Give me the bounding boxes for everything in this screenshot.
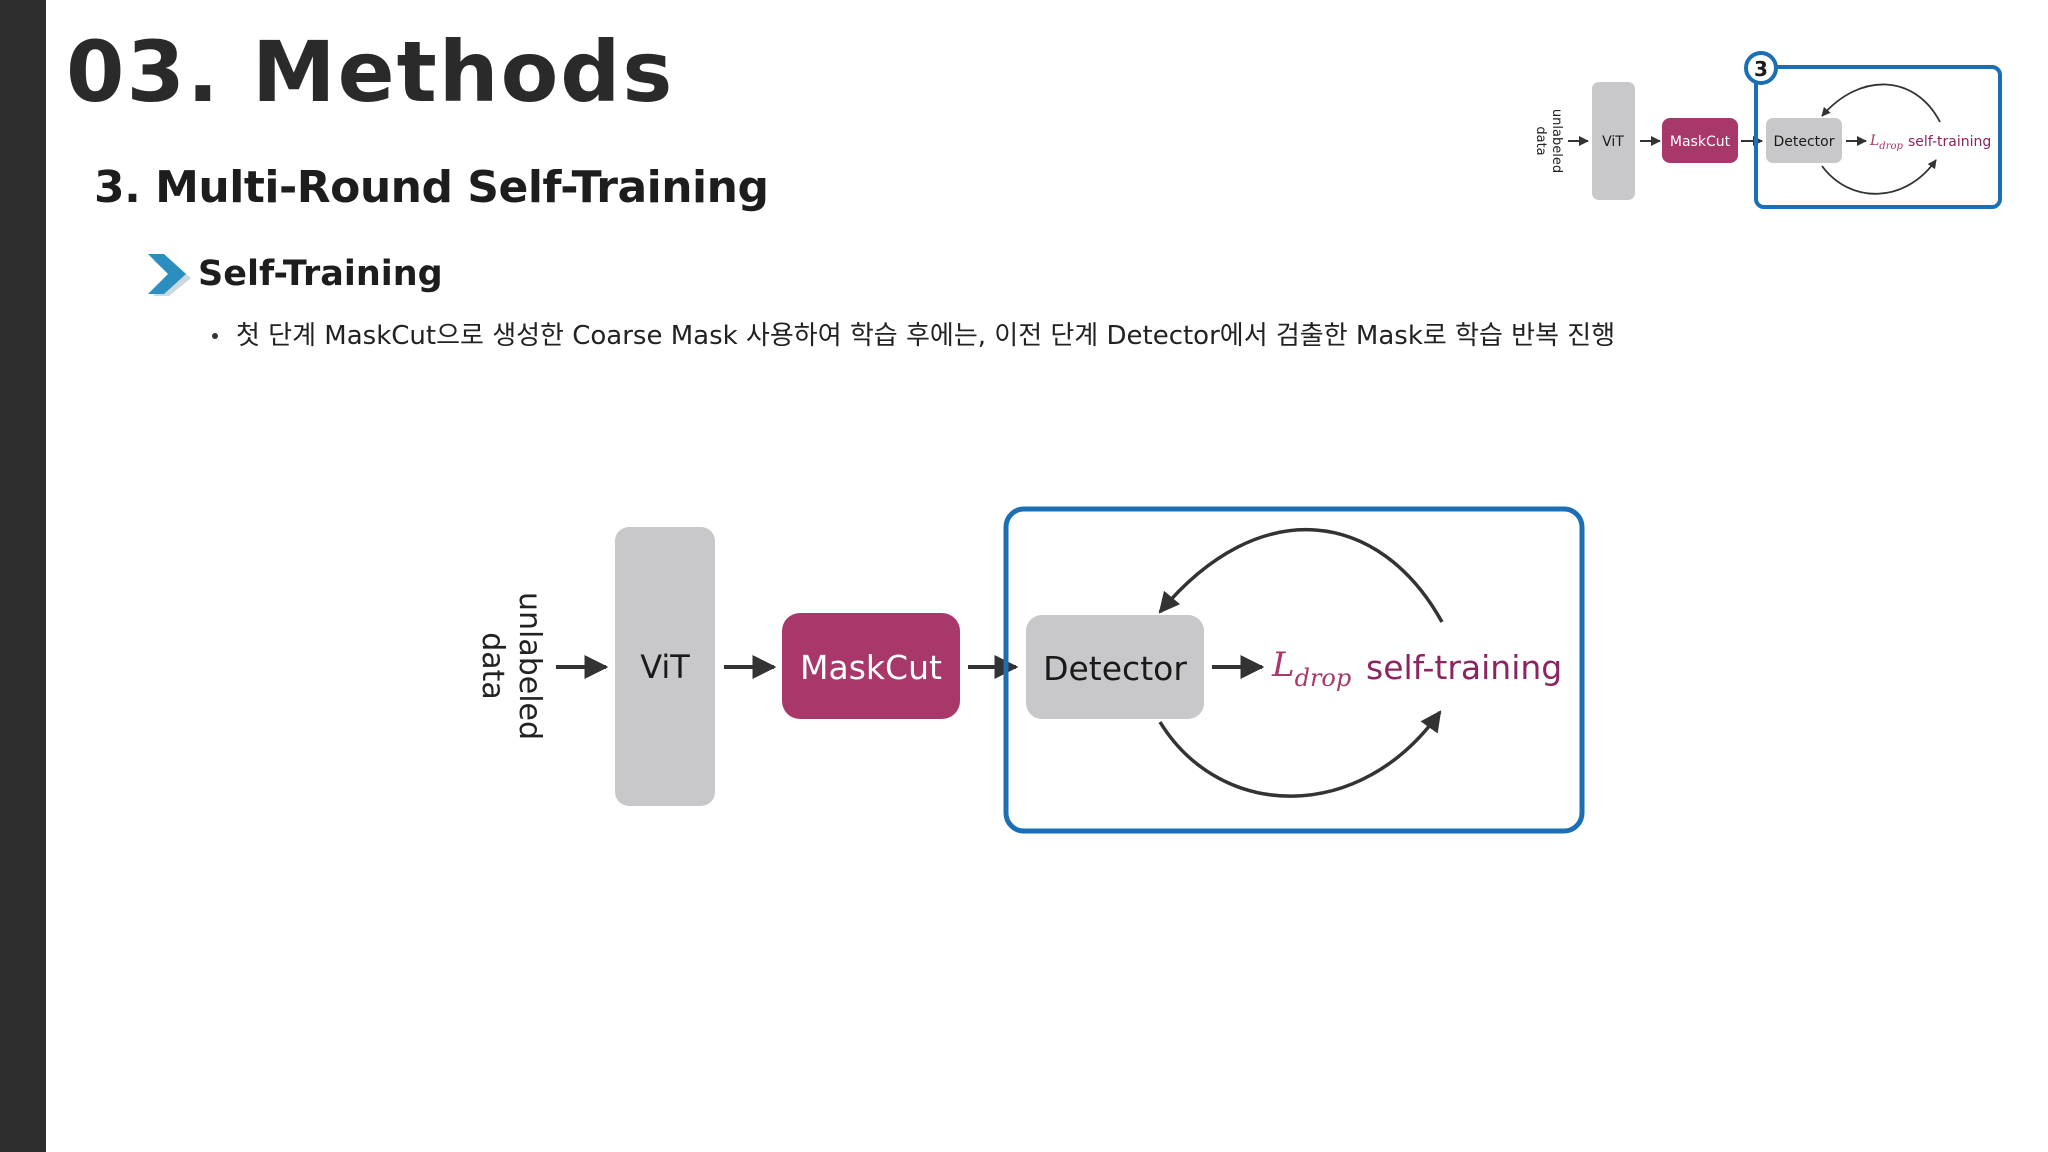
step-badge-number: 3 xyxy=(1754,57,1768,81)
input-label-data: data xyxy=(475,632,510,700)
thumb-loss-label: Ldrop xyxy=(1869,133,1903,152)
subsection-heading: Self-Training xyxy=(146,246,443,302)
feedback-arrow-bottom xyxy=(1158,710,1442,798)
thumb-detector-node xyxy=(1766,118,1842,163)
maskcut-node xyxy=(782,613,960,719)
thumb-vit-node xyxy=(1592,82,1635,200)
bullet-item: 첫 단계 MaskCut으로 생성한 Coarse Mask 사용하여 학습 후… xyxy=(212,316,1615,356)
left-sidebar-bar xyxy=(0,0,46,1152)
chevron-right-icon xyxy=(148,254,191,296)
thumb-highlight-box xyxy=(1754,65,2002,209)
thumb-vit-label: ViT xyxy=(1602,134,1624,150)
thumb-detector-label: Detector xyxy=(1773,134,1834,150)
bullet-dot-icon xyxy=(212,333,218,339)
subsection-title: Self-Training xyxy=(198,254,443,294)
thumb-maskcut-label: MaskCut xyxy=(1670,134,1731,150)
thumb-feedback-arrow-bottom xyxy=(1821,159,1937,195)
loss-label: Ldrop xyxy=(1271,645,1351,692)
thumb-input-label-data: data xyxy=(1533,126,1548,155)
detector-node xyxy=(1026,615,1204,719)
vit-node xyxy=(615,527,715,806)
detector-label: Detector xyxy=(1043,649,1187,688)
feedback-arrow-top xyxy=(1158,527,1444,623)
thumb-self-training-label: self-training xyxy=(1908,134,1991,150)
bullet-text: 첫 단계 MaskCut으로 생성한 Coarse Mask 사용하여 학습 후… xyxy=(236,321,1616,351)
highlight-box xyxy=(1003,506,1585,834)
self-training-label: self-training xyxy=(1366,648,1562,687)
maskcut-label: MaskCut xyxy=(800,648,942,687)
thumb-maskcut-node xyxy=(1662,118,1738,163)
input-label-unlabeled: unlabeled xyxy=(512,592,547,740)
main-diagram: unlabeled data ViT MaskCut Detector Ldro… xyxy=(475,506,1585,834)
thumb-input-label-unlabeled: unlabeled xyxy=(1549,109,1564,173)
page-title: 03. Methods xyxy=(66,23,675,121)
section-title: 3. Multi-Round Self-Training xyxy=(94,162,769,213)
thumbnail-diagram: unlabeled data ViT MaskCut 3 Detector Ld… xyxy=(1533,51,2002,209)
step-badge xyxy=(1744,51,1778,85)
vit-label: ViT xyxy=(640,648,690,686)
thumb-feedback-arrow-top xyxy=(1821,83,1941,123)
